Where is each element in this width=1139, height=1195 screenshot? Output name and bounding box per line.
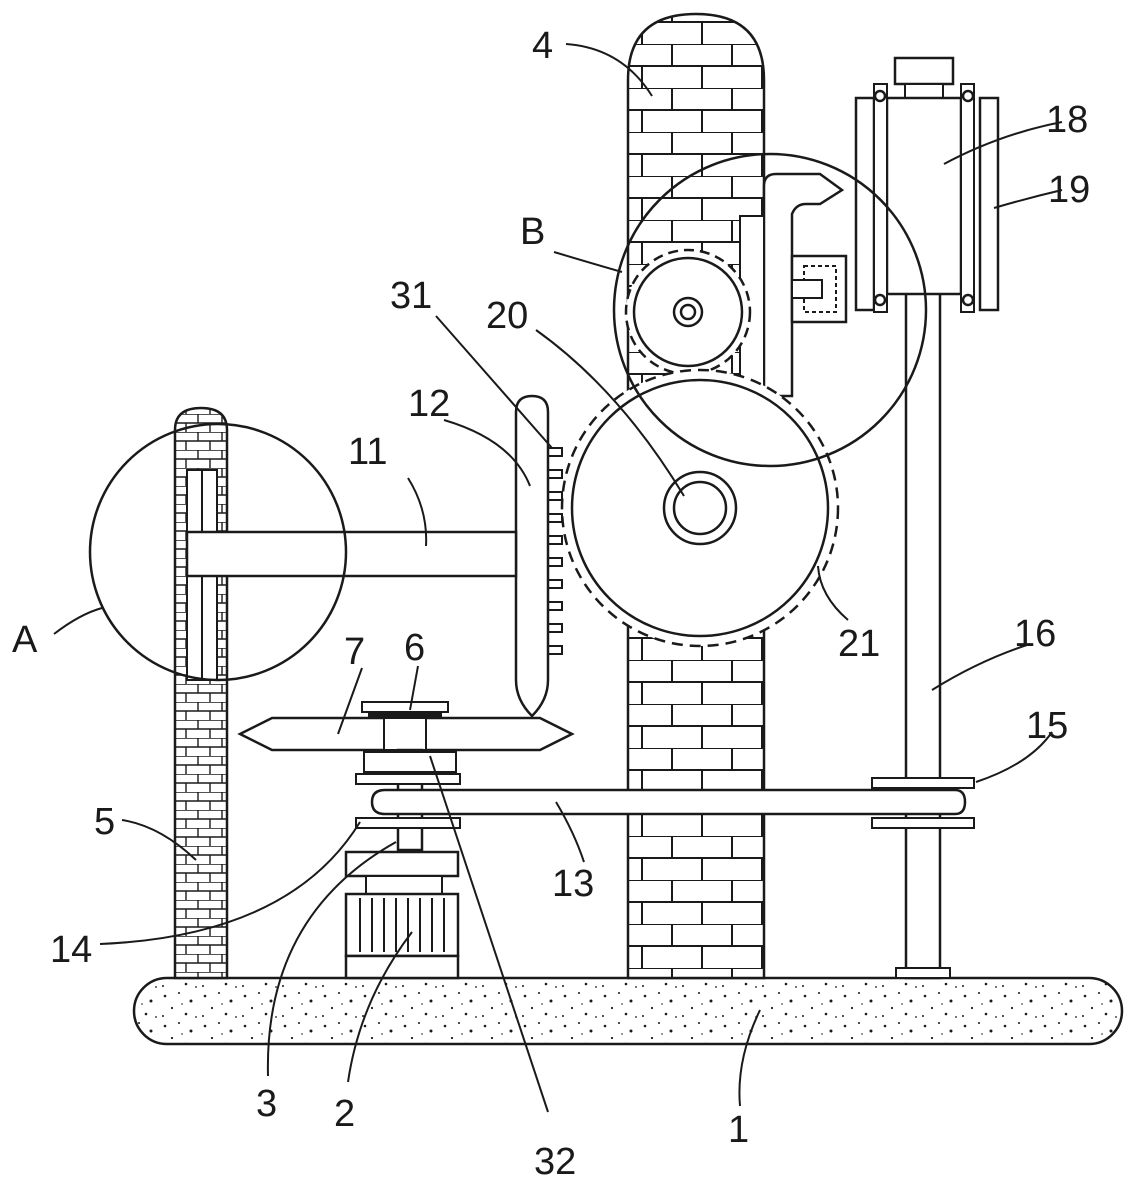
label-a: A [12,619,38,661]
label-11: 11 [348,431,387,473]
drive-belt [370,777,975,829]
label-3: 3 [256,1083,277,1125]
detail-circle-a [88,422,348,682]
push-rod [762,172,848,398]
vertical-rod [895,288,951,980]
motor [344,892,460,980]
large-gear [560,368,840,648]
label-20: 20 [486,295,528,337]
label-4: 4 [532,25,553,67]
label-1: 1 [728,1109,749,1151]
cutter-blade [237,701,575,752]
label-18: 18 [1046,99,1088,141]
base-plate [132,976,1124,1046]
label-b: B [520,211,545,253]
label-12: 12 [408,383,450,425]
small-gear [624,215,765,397]
left-brick-column [173,406,229,980]
label-19: 19 [1048,169,1090,211]
leader-lines [53,43,1063,1113]
label-7: 7 [344,631,365,673]
label-16: 16 [1014,613,1056,655]
slotted-rack-plate [514,394,563,718]
label-2: 2 [334,1093,355,1135]
label-31: 31 [390,275,432,317]
label-32: 32 [534,1141,576,1183]
cylinder-housing [854,56,1000,313]
detail-circle-b [612,152,928,468]
coupling [344,850,460,895]
label-5: 5 [94,801,115,843]
label-15: 15 [1026,705,1068,747]
horizontal-arm [185,530,518,578]
label-13: 13 [552,863,594,905]
label-6: 6 [404,627,425,669]
reference-labels: 4 18 19 B 31 20 12 11 A 7 6 21 16 15 5 1… [12,25,1090,1183]
label-14: 14 [50,929,92,971]
label-21: 21 [838,623,880,665]
